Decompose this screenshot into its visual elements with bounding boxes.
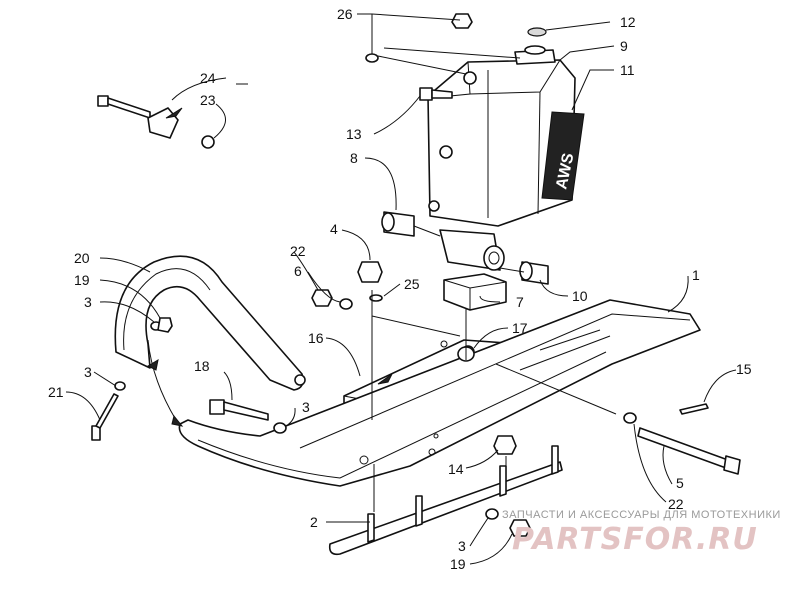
callout-26: 26	[337, 6, 353, 22]
nut-23	[201, 135, 215, 149]
bolt-21	[91, 393, 119, 441]
pad-7	[443, 273, 507, 311]
callout-3-mid: 3	[302, 399, 310, 415]
nut-4	[357, 261, 383, 283]
callout-13: 13	[346, 126, 362, 142]
aws-decal: AWS	[541, 111, 585, 201]
callout-17: 17	[512, 320, 528, 336]
callout-2: 2	[310, 514, 318, 530]
callout-1: 1	[692, 267, 700, 283]
callout-5: 5	[676, 475, 684, 491]
washer-3-left	[114, 381, 126, 391]
callout-12: 12	[620, 14, 636, 30]
nut-19-handle	[157, 317, 173, 333]
callout-16: 16	[308, 330, 324, 346]
shock-lower-eye	[439, 229, 505, 271]
washer-25	[369, 294, 383, 302]
washer-3-bottom	[485, 508, 499, 520]
ski-handle	[114, 255, 306, 391]
callout-22-right: 22	[668, 496, 684, 512]
nut-14	[493, 435, 517, 455]
callout-4: 4	[330, 221, 338, 237]
washer-22-left	[339, 298, 353, 310]
nut-6	[311, 289, 333, 307]
callout-19-handle: 19	[74, 272, 90, 288]
bolt-18	[209, 399, 269, 421]
bolt-5	[637, 427, 741, 475]
callout-24: 24	[200, 70, 216, 86]
callout-8: 8	[350, 150, 358, 166]
washer-3-mid	[273, 422, 287, 434]
assembly-lines	[146, 47, 617, 512]
callout-23: 23	[200, 92, 216, 108]
callout-6: 6	[294, 263, 302, 279]
shock-cap	[527, 27, 547, 37]
cotter-pin	[679, 403, 709, 415]
callout-10: 10	[572, 288, 588, 304]
callout-numbers: 1 2 3 3 3 3 4 5 6 7 8 9 10 11 12 13 14 1…	[48, 6, 752, 572]
bushing-8	[381, 211, 415, 237]
ski-body	[178, 299, 701, 487]
wear-bar	[328, 445, 563, 556]
shock-absorber: AWS	[427, 45, 585, 227]
callout-25: 25	[404, 276, 420, 292]
callout-20: 20	[74, 250, 90, 266]
callout-7: 7	[516, 294, 524, 310]
callout-21: 21	[48, 384, 64, 400]
clip-23	[147, 107, 179, 139]
leader-lines	[65, 13, 737, 565]
callout-22-left: 22	[290, 243, 306, 259]
callout-15: 15	[736, 361, 752, 377]
washer-22-right	[623, 412, 637, 424]
callout-3-bottom: 3	[458, 538, 466, 554]
top-nut	[365, 13, 473, 63]
watermark-logo: PARTSFOR.RU	[512, 522, 758, 557]
watermark-caption: ЗАПЧАСТИ И АКСЕССУАРЫ ДЛЯ МОТОТЕХНИКИ	[502, 509, 781, 521]
callout-9: 9	[620, 38, 628, 54]
callout-14: 14	[448, 461, 464, 477]
callout-3-handle: 3	[84, 294, 92, 310]
bolt-24	[97, 95, 151, 119]
bushing-10	[519, 261, 549, 285]
callout-19-bottom: 19	[450, 556, 466, 572]
callout-11: 11	[620, 62, 635, 78]
callout-3-left: 3	[84, 364, 92, 380]
callout-18: 18	[194, 358, 210, 374]
nut-19-bottom	[509, 519, 531, 537]
